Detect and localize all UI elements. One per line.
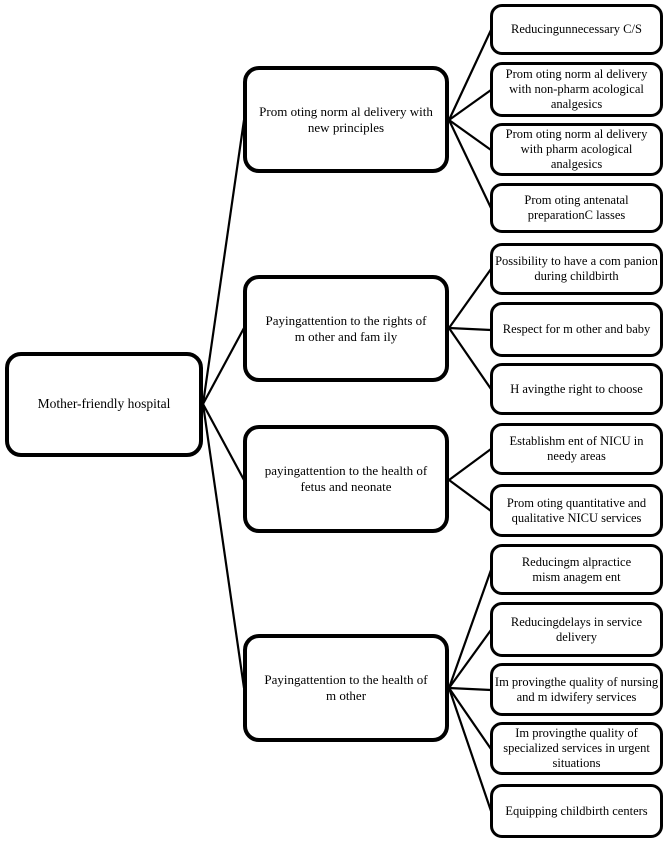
- leaf-node-reducing-delays: Reducingdelays in service delivery: [490, 602, 663, 657]
- connector-line: [448, 326, 492, 332]
- connector-line: [448, 327, 492, 390]
- leaf-node-reducing-unnecessary-cs: Reducingunnecessary C/S: [490, 4, 663, 55]
- connector-line: [201, 403, 246, 689]
- leaf-node-reducing-malpractice: Reducingm alpractice mism anagem ent: [490, 544, 663, 595]
- node-mother-friendly-hospital: Mother-friendly hospital: [5, 352, 203, 457]
- connector-line: [448, 268, 492, 329]
- leaf-node-antenatal-preparation-classes: Prom oting antenatal preparationC lasses: [490, 183, 663, 233]
- leaf-node-establishment-of-nicu: Establishm ent of NICU in needy areas: [490, 423, 663, 475]
- connector-line: [448, 29, 492, 121]
- connector-line: [448, 119, 492, 151]
- leaf-node-nicu-services: Prom oting quantitative and qualitative …: [490, 484, 663, 537]
- connector-line: [448, 89, 492, 121]
- connector-line: [201, 119, 246, 405]
- branch-node-rights-of-mother-and-family: Payingattention to the rights of m other…: [243, 275, 449, 382]
- branch-node-health-of-fetus-and-neonate: payingattention to the health of fetus a…: [243, 425, 449, 533]
- connector-line: [448, 687, 492, 750]
- leaf-node-specialized-urgent-services: Im provingthe quality of specialized ser…: [490, 722, 663, 775]
- leaf-node-companion-during-childbirth: Possibility to have a com panion during …: [490, 243, 663, 295]
- connector-line: [448, 479, 492, 512]
- leaf-node-equipping-childbirth-centers: Equipping childbirth centers: [490, 784, 663, 838]
- connector-line: [448, 629, 492, 689]
- branch-node-promoting-normal-delivery: Prom oting norm al delivery with new pri…: [243, 66, 449, 173]
- leaf-node-right-to-choose: H avingthe right to choose: [490, 363, 663, 415]
- leaf-node-respect-for-mother-and-baby: Respect for m other and baby: [490, 302, 663, 357]
- connector-line: [448, 119, 492, 209]
- connector-line: [448, 448, 492, 481]
- leaf-node-nursing-midwifery-quality: Im provingthe quality of nursing and m i…: [490, 663, 663, 716]
- connector-line: [447, 569, 493, 689]
- branch-node-health-of-mother: Payingattention to the health of m other: [243, 634, 449, 742]
- connector-line: [202, 403, 245, 481]
- leaf-node-pharmacological-analgesics: Prom oting norm al delivery with pharm a…: [490, 123, 663, 176]
- connector-line: [447, 687, 493, 812]
- connector-line: [448, 686, 492, 692]
- leaf-node-non-pharmacological-analgesics: Prom oting norm al delivery with non-pha…: [490, 62, 663, 117]
- connector-line: [202, 327, 245, 405]
